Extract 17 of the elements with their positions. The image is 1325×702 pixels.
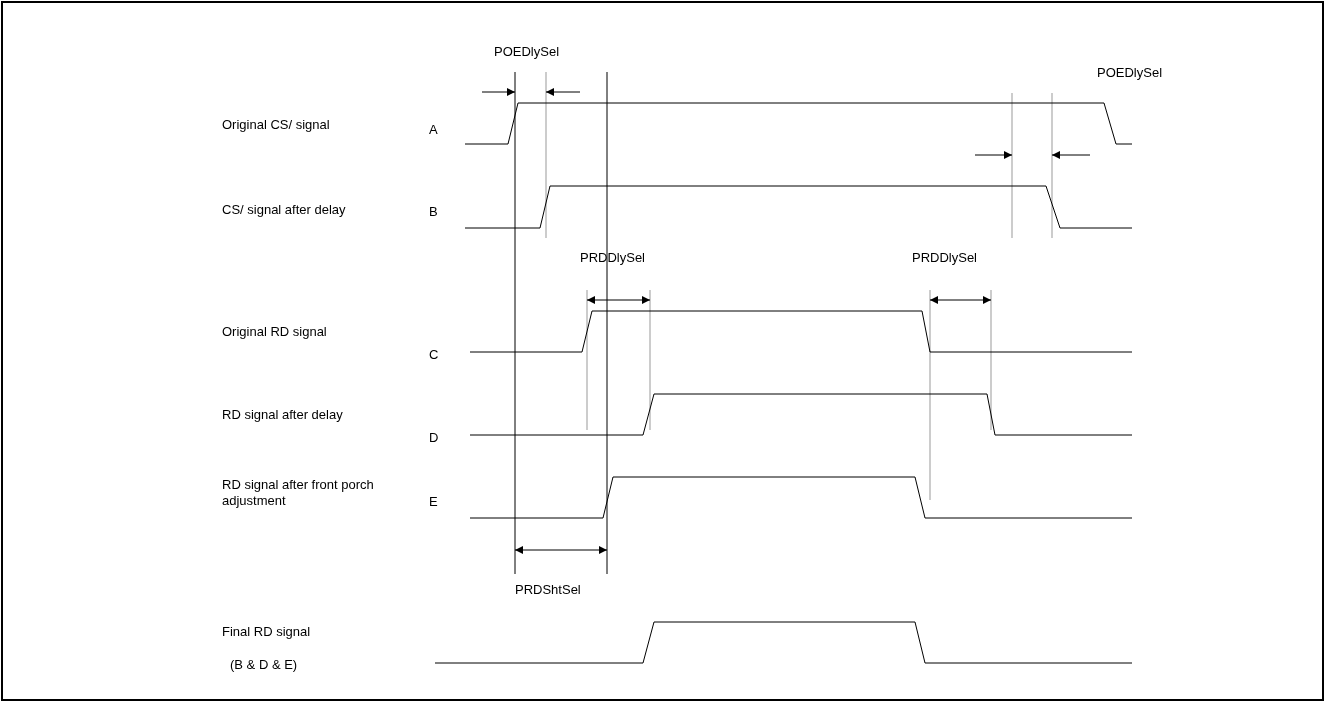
signal-name: RD signal after delay — [222, 407, 343, 423]
timing-parameter-label: PRDShtSel — [515, 582, 581, 598]
signal-letter: A — [429, 122, 438, 138]
timing-parameter-label: POEDlySel — [494, 44, 560, 60]
timing-parameter-label: POEDlySel — [1097, 65, 1163, 81]
signal-name: (B & D & E) — [230, 657, 298, 673]
signal-name: Original CS/ signal — [222, 117, 330, 133]
signal-name: Original RD signal — [222, 324, 327, 340]
timing-parameter-label: PRDDlySel — [912, 250, 977, 266]
timing-parameter-label: PRDDlySel — [580, 250, 645, 266]
signal-name: RD signal after front porch adjustment — [222, 477, 375, 509]
signal-name: Final RD signal — [222, 624, 311, 640]
signal-letter: C — [429, 347, 439, 363]
signal-letter: E — [429, 494, 438, 510]
signal-name: CS/ signal after delay — [222, 202, 346, 218]
signal-letter: D — [429, 430, 439, 446]
signal-letter: B — [429, 204, 438, 220]
